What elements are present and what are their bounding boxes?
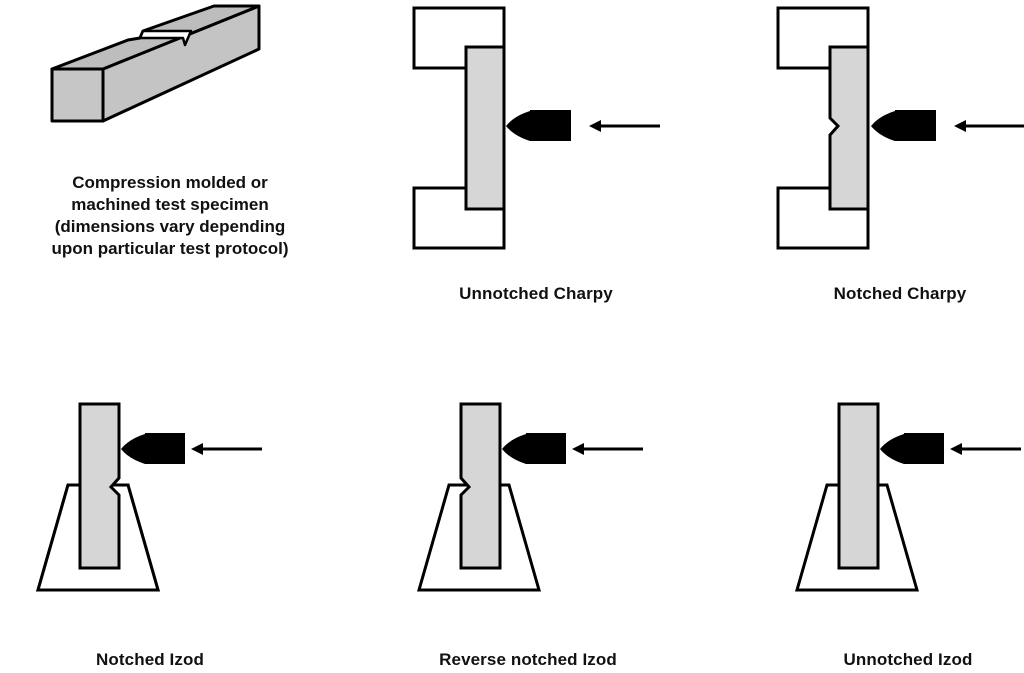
label-unnotched-charpy: Unnotched Charpy [459,284,613,303]
bar-front-face [50,67,105,123]
specimen [837,402,880,570]
arrow-icon [950,443,1021,455]
striker-icon [506,110,571,141]
striker-icon [880,433,944,464]
label-unnotched-izod: Unnotched Izod [843,650,973,669]
notched-charpy-figure [776,6,1024,250]
label-notched-izod: Notched Izod [96,650,204,669]
specimen [464,45,506,211]
caption-line: machined test specimen [71,195,269,214]
specimen-3d-bar [50,4,261,123]
notched-izod-figure [36,402,262,592]
label-reverse-notched-izod: Reverse notched Izod [439,650,617,669]
anvil-bottom [776,186,870,250]
caption-line: (dimensions vary depending [54,217,286,236]
arrow-icon [589,120,660,132]
reverse-notched-izod-figure [417,402,643,592]
specimen [459,402,502,570]
arrow-icon [191,443,262,455]
arrow-icon [572,443,643,455]
caption-line: Compression molded or [72,173,268,192]
specimen-caption: Compression molded or machined test spec… [0,172,340,260]
specimen [828,45,870,211]
striker-icon [121,433,185,464]
striker-icon [871,110,936,141]
striker-icon [502,433,566,464]
unnotched-charpy-figure [412,6,660,250]
notch [138,29,193,47]
caption-line: upon particular test protocol) [51,239,289,258]
unnotched-izod-figure [795,402,1021,592]
specimen [78,402,121,570]
arrow-icon [954,120,1024,132]
label-notched-charpy: Notched Charpy [833,284,967,303]
